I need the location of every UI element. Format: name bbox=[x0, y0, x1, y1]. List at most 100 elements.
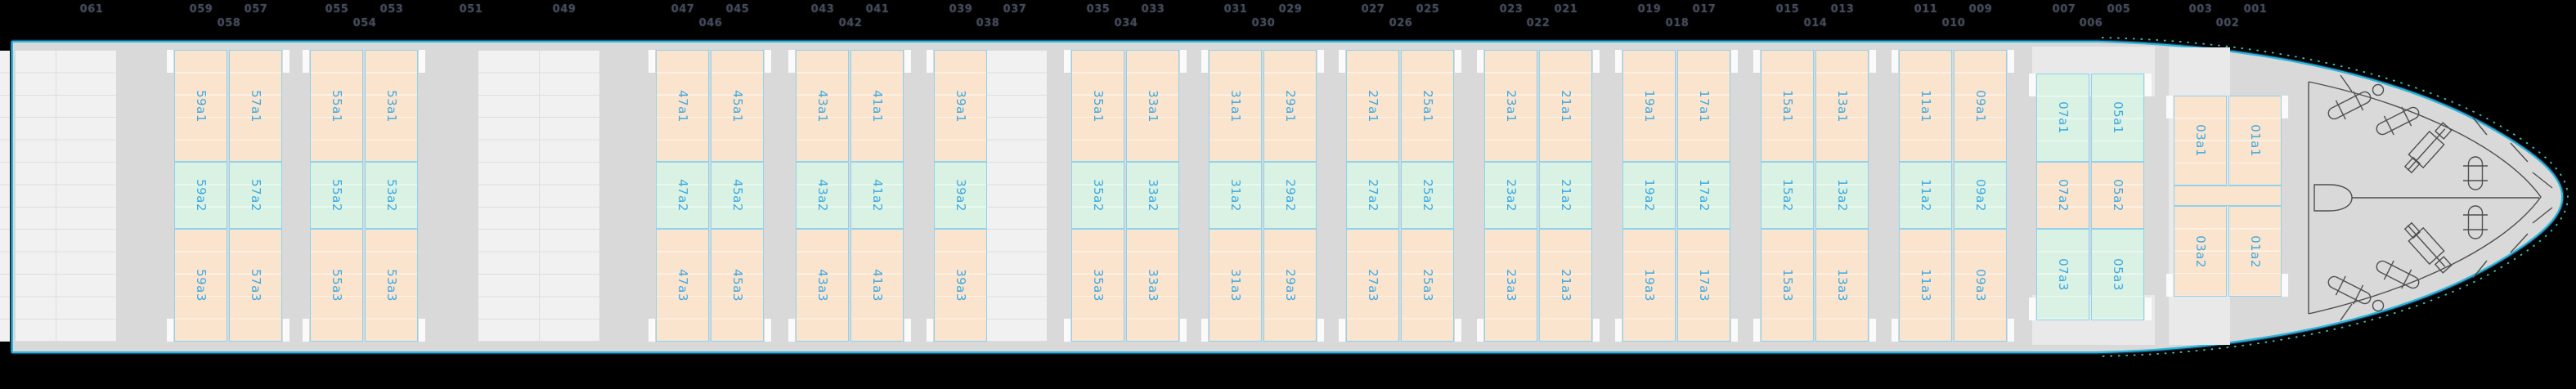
cabin-label: 11a2 bbox=[1918, 179, 1933, 212]
cabin-39a2[interactable]: 39a2 bbox=[934, 162, 987, 229]
cabin-label: 17a1 bbox=[1696, 89, 1712, 123]
cabin-21a1[interactable]: 21a1 bbox=[1539, 50, 1592, 162]
cabin-label: 29a1 bbox=[1282, 89, 1298, 123]
cabin-41a2[interactable]: 41a2 bbox=[850, 162, 904, 229]
cabin-05a1[interactable]: 05a1 bbox=[2091, 74, 2144, 162]
cabin-43a2[interactable]: 43a2 bbox=[796, 162, 849, 229]
cabin-15a3[interactable]: 15a3 bbox=[1761, 229, 1814, 342]
cabin-05a2[interactable]: 05a2 bbox=[2091, 162, 2144, 229]
cabin-17a2[interactable]: 17a2 bbox=[1677, 162, 1730, 229]
cabin-31a3[interactable]: 31a3 bbox=[1209, 229, 1262, 342]
cabin-19a1[interactable]: 19a1 bbox=[1622, 50, 1676, 162]
cabin-17a1[interactable]: 17a1 bbox=[1677, 50, 1730, 162]
cabin-11a1[interactable]: 11a1 bbox=[1899, 50, 1952, 162]
cabin-53a3[interactable]: 53a3 bbox=[365, 229, 418, 342]
bollard-icon bbox=[2372, 299, 2385, 312]
cabin-45a2[interactable]: 45a2 bbox=[711, 162, 764, 229]
cabin-39a1[interactable]: 39a1 bbox=[934, 50, 987, 162]
cabin-43a1[interactable]: 43a1 bbox=[796, 50, 849, 162]
cabin-53a1[interactable]: 53a1 bbox=[365, 50, 418, 162]
cabin-21a2[interactable]: 21a2 bbox=[1539, 162, 1592, 229]
mooring-winch-icon bbox=[2376, 260, 2420, 289]
cabin-31a1[interactable]: 31a1 bbox=[1209, 50, 1262, 162]
cabin-01a1[interactable]: 01a1 bbox=[2228, 96, 2282, 186]
cabin-19a2[interactable]: 19a2 bbox=[1622, 162, 1676, 229]
cabin-13a2[interactable]: 13a2 bbox=[1815, 162, 1869, 229]
frame-label-047: 047 bbox=[671, 3, 695, 16]
cabin-59a2[interactable]: 59a2 bbox=[174, 162, 227, 229]
cabin-03a1[interactable]: 03a1 bbox=[2174, 96, 2227, 186]
cabin-25a3[interactable]: 25a3 bbox=[1401, 229, 1454, 342]
cabin-47a2[interactable]: 47a2 bbox=[656, 162, 709, 229]
cabin-label: 39a3 bbox=[953, 269, 968, 302]
cabin-09a1[interactable]: 09a1 bbox=[1954, 50, 2007, 162]
cabin-25a1[interactable]: 25a1 bbox=[1401, 50, 1454, 162]
cabin-53a2[interactable]: 53a2 bbox=[365, 162, 418, 229]
cabin-43a3[interactable]: 43a3 bbox=[796, 229, 849, 342]
cabin-05a3[interactable]: 05a3 bbox=[2091, 229, 2144, 320]
cabin-13a3[interactable]: 13a3 bbox=[1815, 229, 1869, 342]
cabin-35a3[interactable]: 35a3 bbox=[1071, 229, 1124, 342]
frame-label-053: 053 bbox=[379, 3, 404, 16]
cabin-03a2[interactable]: 03a2 bbox=[2174, 206, 2227, 297]
cabin-19a3[interactable]: 19a3 bbox=[1622, 229, 1676, 342]
frame-label-027: 027 bbox=[1361, 3, 1385, 16]
cabin-23a1[interactable]: 23a1 bbox=[1484, 50, 1537, 162]
cabin-label: 45a2 bbox=[729, 179, 745, 212]
cabin-29a1[interactable]: 29a1 bbox=[1263, 50, 1317, 162]
wall-notch bbox=[303, 319, 309, 342]
cabin-09a3[interactable]: 09a3 bbox=[1954, 229, 2007, 342]
cabin-45a3[interactable]: 45a3 bbox=[711, 229, 764, 342]
cabin-39a3[interactable]: 39a3 bbox=[934, 229, 987, 342]
cabin-label: 17a3 bbox=[1696, 269, 1712, 302]
cabin-59a1[interactable]: 59a1 bbox=[174, 50, 227, 162]
cabin-15a1[interactable]: 15a1 bbox=[1761, 50, 1814, 162]
cabin-13a1[interactable]: 13a1 bbox=[1815, 50, 1869, 162]
cabin-33a3[interactable]: 33a3 bbox=[1126, 229, 1179, 342]
cabin-57a1[interactable]: 57a1 bbox=[229, 50, 282, 162]
cabin-07a3[interactable]: 07a3 bbox=[2036, 229, 2089, 320]
cabin-23a3[interactable]: 23a3 bbox=[1484, 229, 1537, 342]
cabin-29a2[interactable]: 29a2 bbox=[1263, 162, 1317, 229]
cabin-25a2[interactable]: 25a2 bbox=[1401, 162, 1454, 229]
cabin-27a1[interactable]: 27a1 bbox=[1346, 50, 1399, 162]
cabin-09a2[interactable]: 09a2 bbox=[1954, 162, 2007, 229]
cabin-07a2[interactable]: 07a2 bbox=[2036, 162, 2089, 229]
cabin-35a2[interactable]: 35a2 bbox=[1071, 162, 1124, 229]
cabin-41a1[interactable]: 41a1 bbox=[850, 50, 904, 162]
cabin-33a2[interactable]: 33a2 bbox=[1126, 162, 1179, 229]
wall-notch bbox=[1731, 50, 1738, 73]
frame-label-045: 045 bbox=[725, 3, 750, 16]
cabin-57a3[interactable]: 57a3 bbox=[229, 229, 282, 342]
cabin-35a1[interactable]: 35a1 bbox=[1071, 50, 1124, 162]
cabin-01a2[interactable]: 01a2 bbox=[2228, 206, 2282, 297]
cabin-31a2[interactable]: 31a2 bbox=[1209, 162, 1262, 229]
cabin-15a2[interactable]: 15a2 bbox=[1761, 162, 1814, 229]
cabin-11a3[interactable]: 11a3 bbox=[1899, 229, 1952, 342]
cabin-27a2[interactable]: 27a2 bbox=[1346, 162, 1399, 229]
cabin-21a3[interactable]: 21a3 bbox=[1539, 229, 1592, 342]
frame-label-058: 058 bbox=[217, 17, 241, 29]
cabin-47a3[interactable]: 47a3 bbox=[656, 229, 709, 342]
cabin-55a1[interactable]: 55a1 bbox=[310, 50, 363, 162]
cabin-07a1[interactable]: 07a1 bbox=[2036, 74, 2089, 162]
cabin-41a3[interactable]: 41a3 bbox=[850, 229, 904, 342]
wall-notch bbox=[1869, 319, 1876, 342]
cabin-11a2[interactable]: 11a2 bbox=[1899, 162, 1952, 229]
cabin-17a3[interactable]: 17a3 bbox=[1677, 229, 1730, 342]
cabin-55a3[interactable]: 55a3 bbox=[310, 229, 363, 342]
wall-notch bbox=[283, 50, 289, 73]
cabin-27a3[interactable]: 27a3 bbox=[1346, 229, 1399, 342]
cabin-33a1[interactable]: 33a1 bbox=[1126, 50, 1179, 162]
frame-label-049: 049 bbox=[552, 3, 577, 16]
cabin-59a3[interactable]: 59a3 bbox=[174, 229, 227, 342]
wall-notch bbox=[167, 50, 173, 73]
cabin-23a2[interactable]: 23a2 bbox=[1484, 162, 1537, 229]
cabin-29a3[interactable]: 29a3 bbox=[1263, 229, 1317, 342]
cabin-55a2[interactable]: 55a2 bbox=[310, 162, 363, 229]
cabin-57a2[interactable]: 57a2 bbox=[229, 162, 282, 229]
cabin-spacer[interactable] bbox=[2174, 186, 2282, 206]
cabin-47a1[interactable]: 47a1 bbox=[656, 50, 709, 162]
cabin-45a1[interactable]: 45a1 bbox=[711, 50, 764, 162]
frame-label-054: 054 bbox=[352, 17, 377, 29]
